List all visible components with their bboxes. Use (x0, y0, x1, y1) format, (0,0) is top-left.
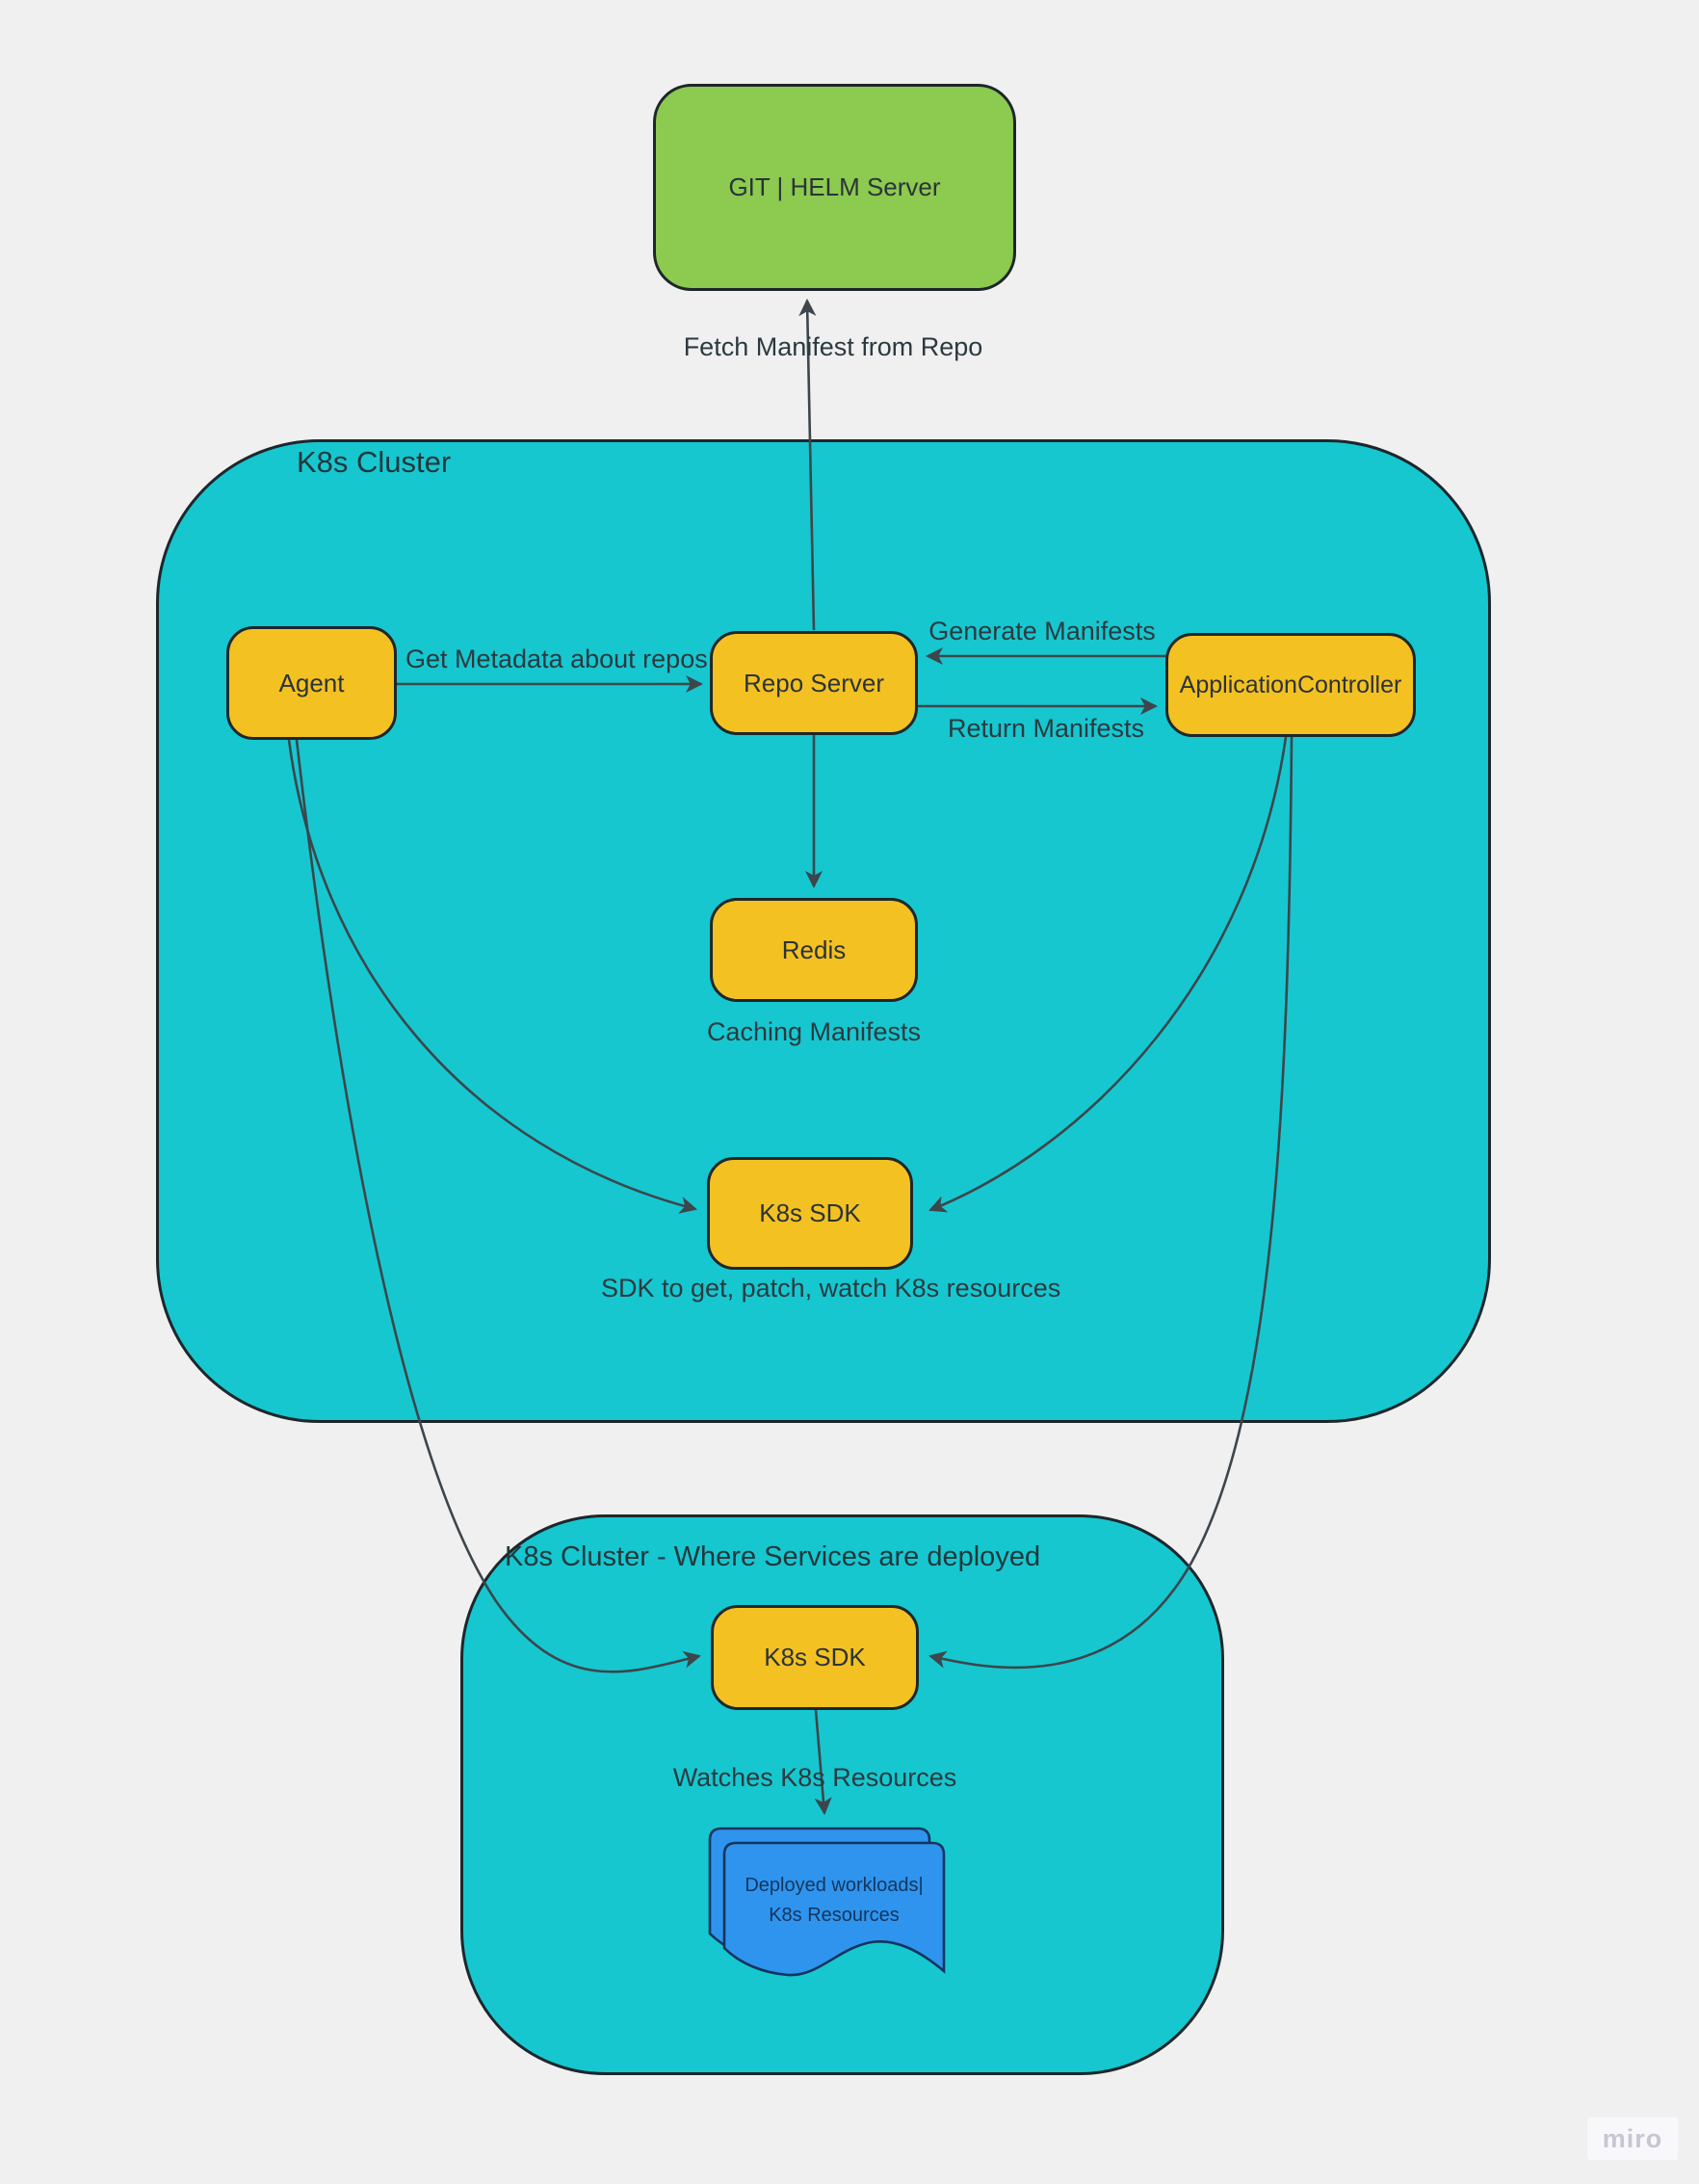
node-agent-label: Agent (278, 668, 345, 697)
document-text-line1: Deployed workloads| (745, 1875, 924, 1896)
caption-caching-manifests[interactable]: Caching Manifests (706, 1017, 922, 1046)
node-application-controller-label: ApplicationController (1179, 671, 1402, 698)
node-agent[interactable]: Agent (226, 626, 397, 740)
document-text: Deployed workloads| K8s Resources (724, 1871, 944, 1931)
connector-agent-to-sdk-upper[interactable] (287, 739, 698, 1214)
miro-logo: miro (1587, 2118, 1678, 2160)
connector-appcontroller-to-sdk-upper[interactable] (928, 736, 1288, 1213)
cluster-main-title[interactable]: K8s Cluster (297, 445, 452, 479)
caption-watches-resources[interactable]: Watches K8s Resources (672, 1763, 957, 1792)
caption-sdk-purpose[interactable]: SDK to get, patch, watch K8s resources (601, 1274, 1061, 1303)
node-git-helm-server[interactable]: GIT | HELM Server (653, 84, 1016, 291)
connector-sdk-lower-to-workloads[interactable] (814, 1709, 832, 1816)
cluster-deploy-title[interactable]: K8s Cluster - Where Services are deploye… (505, 1541, 1041, 1572)
node-k8s-sdk-upper[interactable]: K8s SDK (707, 1157, 913, 1270)
node-repo-server-label: Repo Server (744, 668, 884, 697)
connector-agent-to-sdk-lower[interactable] (295, 739, 702, 1673)
label-generate-manifests[interactable]: Generate Manifests (928, 617, 1156, 645)
node-k8s-sdk-lower[interactable]: K8s SDK (711, 1605, 919, 1710)
miro-logo-text: miro (1602, 2123, 1663, 2153)
document-text-line2: K8s Resources (769, 1905, 900, 1926)
node-repo-server[interactable]: Repo Server (710, 631, 918, 735)
document-front-sheet (722, 1841, 946, 1977)
connector-appcontroller-to-sdk-lower[interactable] (928, 736, 1294, 1670)
node-redis-label: Redis (781, 934, 847, 964)
node-git-helm-server-label: GIT | HELM Server (728, 172, 941, 201)
deployed-workloads-document[interactable] (708, 1827, 946, 1977)
node-k8s-sdk-upper-label: K8s SDK (759, 1198, 861, 1227)
label-fetch-manifest[interactable]: Fetch Manifest from Repo (683, 332, 983, 361)
node-redis[interactable]: Redis (710, 898, 918, 1002)
node-application-controller[interactable]: ApplicationController (1165, 633, 1416, 737)
label-get-metadata[interactable]: Get Metadata about repos (405, 645, 708, 673)
label-return-manifests[interactable]: Return Manifests (947, 714, 1145, 743)
connector-repo-to-git[interactable] (798, 298, 817, 631)
node-k8s-sdk-lower-label: K8s SDK (764, 1643, 866, 1671)
